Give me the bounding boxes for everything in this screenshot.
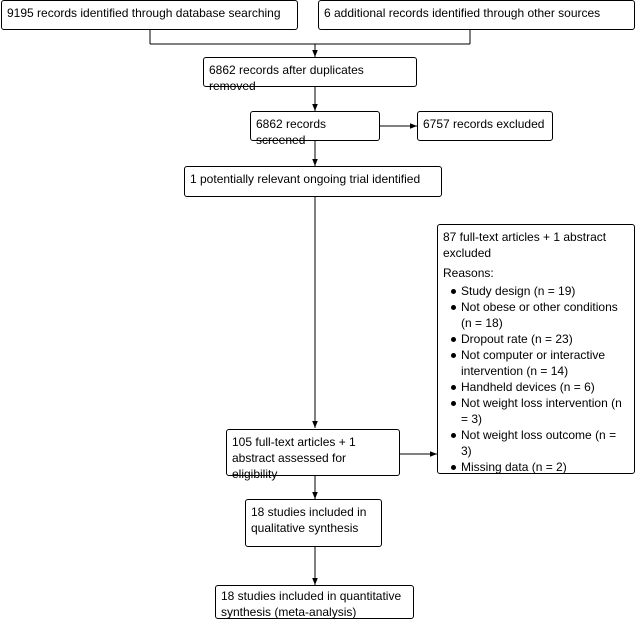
reasons-label: Reasons: [443, 266, 494, 280]
reason-item: Not weight loss intervention (n = 3) [451, 395, 629, 427]
qualitative-text: 18 studies included in qualitative synth… [251, 505, 367, 535]
other-sources-box: 6 additional records identified through … [318, 0, 635, 30]
database-search-text: 9195 records identified through database… [7, 6, 281, 20]
reason-item: Missing data (n = 2) [451, 459, 629, 475]
reasons-list: Study design (n = 19) Not obese or other… [443, 283, 629, 475]
eligibility-text: 105 full-text articles + 1 abstract asse… [232, 435, 356, 481]
quantitative-box: 18 studies included in quantitative synt… [215, 585, 414, 619]
after-duplicates-box: 6862 records after duplicates removed [203, 57, 417, 93]
ongoing-trial-text: 1 potentially relevant ongoing trial ide… [190, 172, 421, 186]
fulltext-excluded-text: 87 full-text articles + 1 abstract exclu… [443, 230, 607, 260]
quantitative-text: 18 studies included in quantitative synt… [221, 589, 402, 619]
after-duplicates-text: 6862 records after duplicates removed [209, 63, 364, 93]
other-sources-text: 6 additional records identified through … [324, 6, 601, 20]
ongoing-trial-box: 1 potentially relevant ongoing trial ide… [184, 166, 442, 197]
qualitative-box: 18 studies included in qualitative synth… [245, 499, 382, 547]
fulltext-excluded-box: 87 full-text articles + 1 abstract exclu… [437, 224, 635, 474]
reason-item: Dropout rate (n = 23) [451, 331, 629, 347]
reason-item: Not obese or other conditions (n = 18) [451, 299, 629, 331]
reason-item: Handheld devices (n = 6) [451, 379, 629, 395]
reason-item: Study design (n = 19) [451, 283, 629, 299]
excluded-box: 6757 records excluded [417, 111, 553, 141]
reason-item: Not weight loss outcome (n = 3) [451, 427, 629, 459]
screened-box: 6862 records screened [250, 111, 380, 147]
reason-item: Not computer or interactive intervention… [451, 347, 629, 379]
database-search-box: 9195 records identified through database… [1, 0, 298, 30]
excluded-text: 6757 records excluded [423, 117, 545, 131]
screened-text: 6862 records screened [256, 117, 327, 147]
eligibility-box: 105 full-text articles + 1 abstract asse… [226, 429, 400, 481]
